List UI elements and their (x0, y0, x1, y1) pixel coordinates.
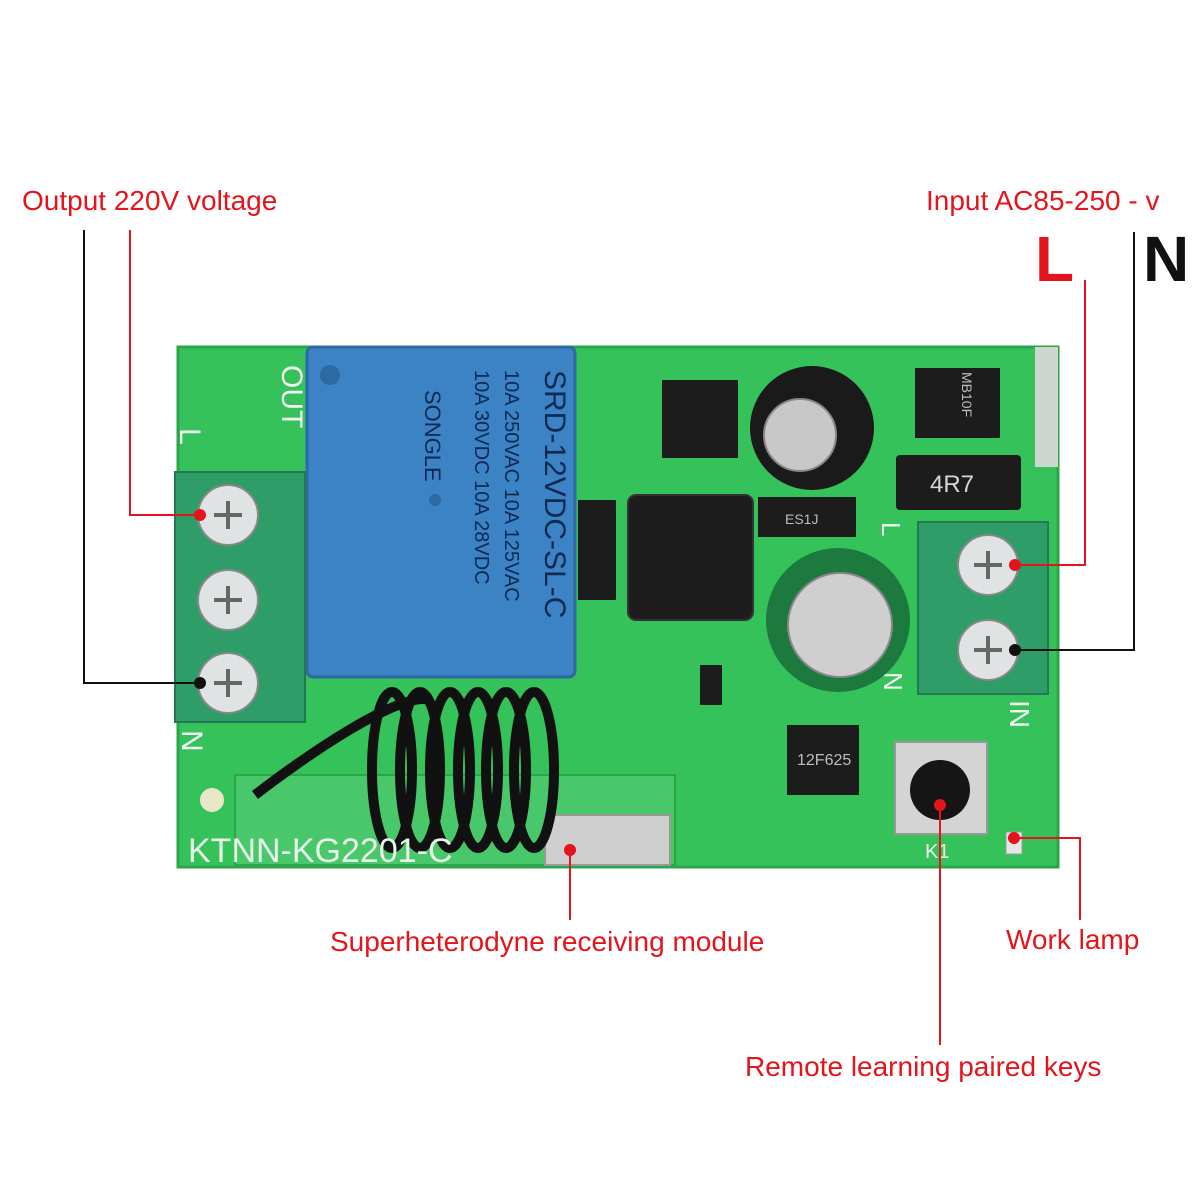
ic-chip-12f625 (787, 725, 859, 795)
input-terminal-screws (957, 534, 1019, 681)
smd-chip-511 (700, 665, 722, 705)
output-terminal-screws (197, 484, 259, 714)
paired-keys-label: Remote learning paired keys (745, 1051, 1102, 1082)
output-red-leader (129, 230, 200, 516)
antenna-coil (251, 687, 559, 853)
relay-brand-text: SONGLE (420, 390, 445, 482)
relay-center-dot (429, 494, 441, 506)
power-inductor (627, 494, 754, 621)
output-voltage-label: Output 220V voltage (22, 185, 278, 216)
inductor-mark-text: 4R7 (930, 471, 974, 498)
relay-model-text: SRD-12VDC-SL-C (538, 370, 571, 618)
leader-lines (83, 230, 1135, 1045)
input-voltage-label: Input AC85-250 - v (926, 185, 1160, 216)
bridge-mark-text: MB10F (959, 372, 975, 417)
receiver-module-label: Superheterodyne receiving module (330, 926, 765, 957)
work-lamp-label: Work lamp (1006, 924, 1140, 955)
diode-mark-text: ES1J (785, 511, 818, 527)
button-mark-text: K1 (925, 841, 949, 863)
relay-screw-hole (320, 365, 340, 385)
tact-switch-button (910, 760, 970, 820)
diode-small (578, 500, 616, 600)
input-red-leader (1015, 280, 1086, 566)
mount-hole (200, 788, 224, 812)
input-black-leader (1015, 232, 1135, 651)
right-l-silkscreen: L (876, 522, 906, 536)
board-model-text: KTNN-KG2201-C (188, 832, 453, 870)
leader-dots (194, 509, 1021, 856)
ic-mark-text: 12F625 (797, 752, 851, 769)
right-n-silkscreen: N (878, 672, 908, 691)
relay-rating-text-1: 10A 250VAC 10A 125VAC (500, 370, 522, 602)
relay-rating-text-2: 10A 30VDC 10A 28VDC (470, 370, 492, 585)
diode-es1j (758, 497, 856, 537)
live-wire-label: L (1035, 223, 1075, 295)
relay (305, 345, 577, 679)
smd-inductor (896, 455, 1021, 510)
left-l-silkscreen: L (173, 428, 206, 445)
lamp-leader (1014, 837, 1081, 920)
neutral-wire-label: N (1143, 223, 1190, 295)
ic-chip-top (662, 380, 738, 458)
output-black-leader (83, 230, 200, 684)
bridge-rectifier (915, 368, 1000, 438)
receiver-crystal (544, 814, 671, 866)
out-silkscreen: OUT (275, 365, 308, 428)
pcb-right-edge (1035, 347, 1058, 467)
left-n-silkscreen: N (175, 730, 208, 752)
in-silkscreen: IN (1004, 700, 1035, 728)
